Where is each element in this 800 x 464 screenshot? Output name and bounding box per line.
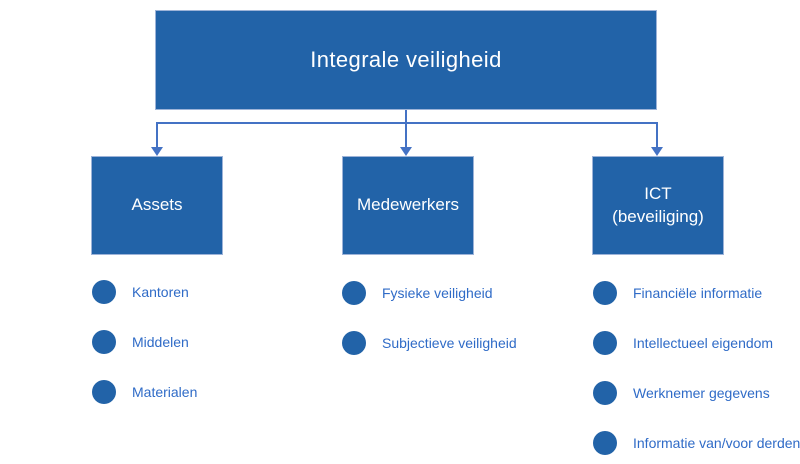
bullet-list-medewerkers: Fysieke veiligheid Subjectieve veilighei… bbox=[342, 281, 517, 381]
list-item: Informatie van/voor derden bbox=[593, 431, 800, 455]
list-item-label: Fysieke veiligheid bbox=[382, 285, 493, 301]
connector-drop-medewerkers bbox=[405, 124, 407, 147]
list-item-label: Materialen bbox=[132, 384, 198, 400]
list-item-label: Werknemer gegevens bbox=[633, 385, 770, 401]
branch-node-medewerkers: Medewerkers bbox=[342, 156, 474, 255]
bullet-icon bbox=[593, 381, 617, 405]
connector-drop-ict bbox=[656, 124, 658, 147]
connector-drop-assets bbox=[156, 124, 158, 147]
list-item: Kantoren bbox=[92, 280, 197, 304]
branch-node-sublabel: (beveiliging) bbox=[612, 206, 704, 226]
bullet-icon bbox=[92, 380, 116, 404]
arrow-down-icon bbox=[651, 147, 663, 156]
list-item-label: Informatie van/voor derden bbox=[633, 435, 800, 451]
list-item-label: Subjectieve veiligheid bbox=[382, 335, 517, 351]
list-item: Materialen bbox=[92, 380, 197, 404]
list-item: Fysieke veiligheid bbox=[342, 281, 517, 305]
arrow-down-icon bbox=[400, 147, 412, 156]
branch-node-ict: ICT (beveiliging) bbox=[592, 156, 724, 255]
branch-node-label: ICT bbox=[644, 183, 672, 203]
list-item: Middelen bbox=[92, 330, 197, 354]
bullet-icon bbox=[593, 331, 617, 355]
bullet-icon bbox=[342, 331, 366, 355]
bullet-icon bbox=[92, 280, 116, 304]
root-node-label: Integrale veiligheid bbox=[310, 47, 502, 72]
bullet-icon bbox=[342, 281, 366, 305]
list-item: Financiële informatie bbox=[593, 281, 800, 305]
branch-node-label: Assets bbox=[131, 195, 183, 215]
bullet-icon bbox=[593, 431, 617, 455]
connector-horizontal bbox=[156, 122, 658, 124]
bullet-icon bbox=[92, 330, 116, 354]
list-item-label: Intellectueel eigendom bbox=[633, 335, 774, 351]
list-item-label: Middelen bbox=[132, 334, 189, 350]
bullet-list-ict: Financiële informatie Intellectueel eige… bbox=[593, 281, 800, 464]
list-item: Werknemer gegevens bbox=[593, 381, 800, 405]
bullet-list-assets: Kantoren Middelen Materialen bbox=[92, 280, 197, 430]
branch-node-label: Medewerkers bbox=[356, 195, 460, 215]
bullet-icon bbox=[593, 281, 617, 305]
branch-node-assets: Assets bbox=[91, 156, 223, 255]
list-item-label: Financiële informatie bbox=[633, 285, 763, 301]
root-node-integrale-veiligheid: Integrale veiligheid bbox=[155, 10, 657, 110]
list-item: Subjectieve veiligheid bbox=[342, 331, 517, 355]
list-item-label: Kantoren bbox=[132, 284, 189, 300]
connector-root-stub bbox=[405, 110, 407, 123]
arrow-down-icon bbox=[151, 147, 163, 156]
list-item: Intellectueel eigendom bbox=[593, 331, 800, 355]
